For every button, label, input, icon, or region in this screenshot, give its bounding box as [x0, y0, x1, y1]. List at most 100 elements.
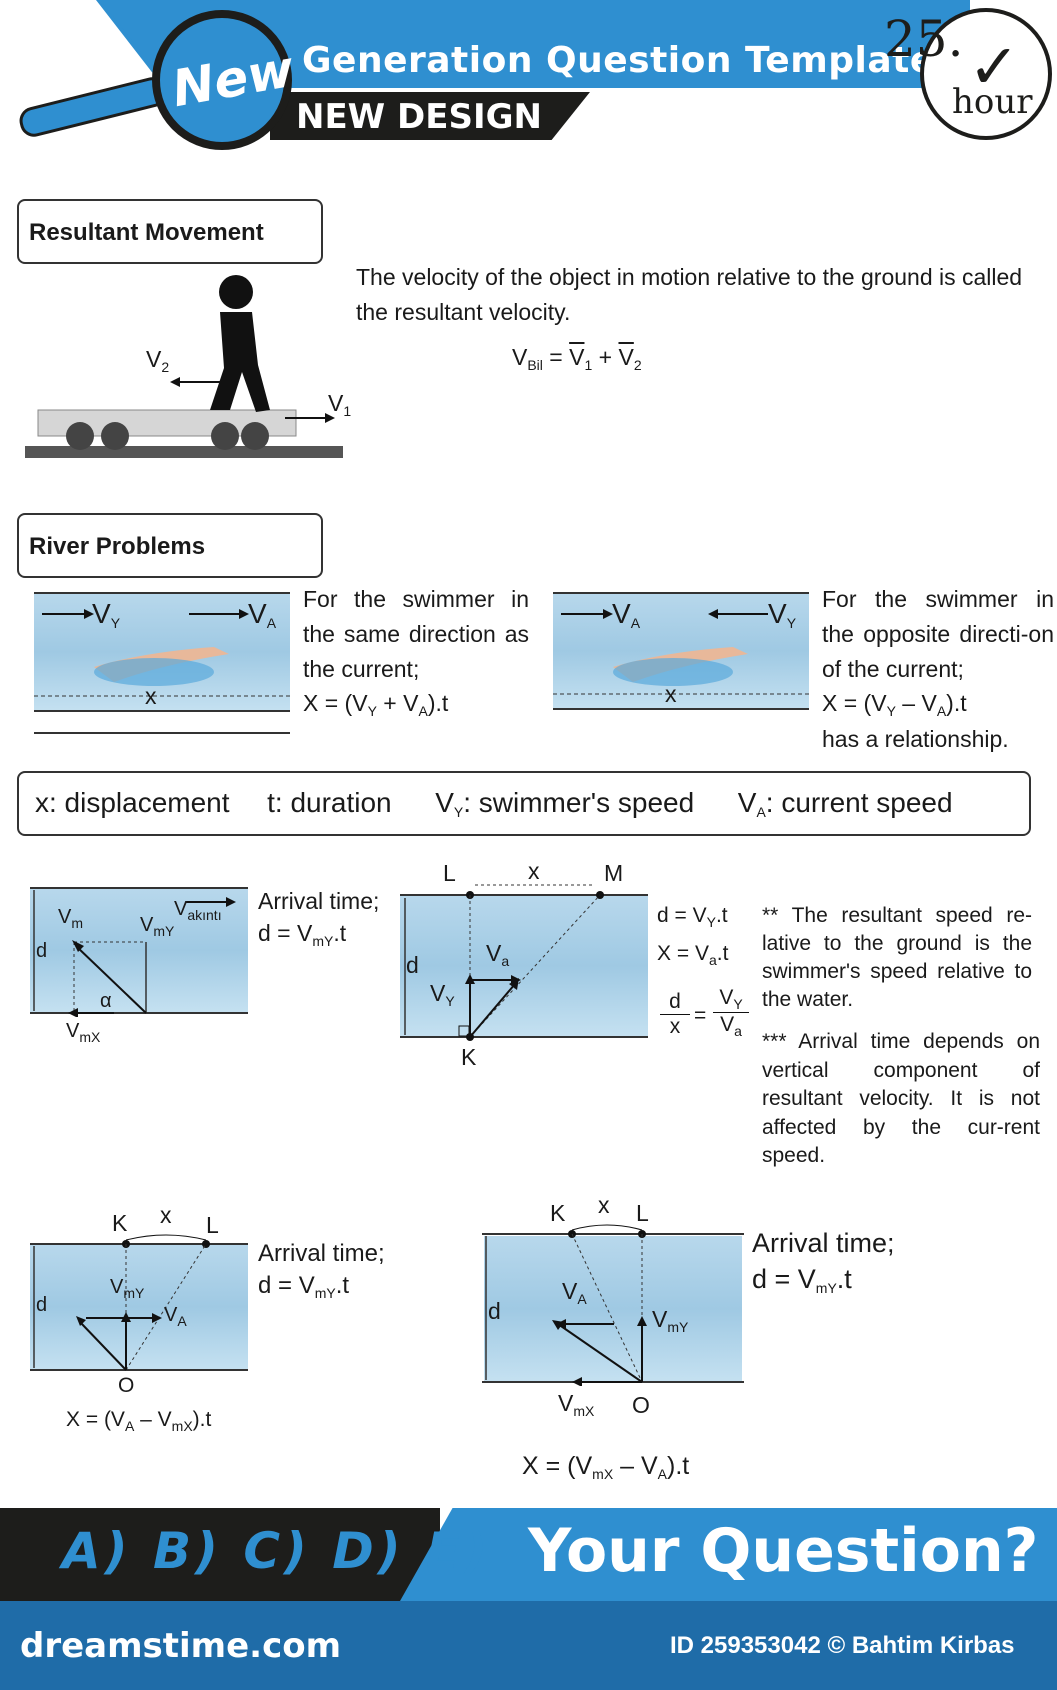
va-label: VA	[612, 598, 641, 631]
velocity-diagram-4	[482, 1224, 744, 1386]
vy-label: VY	[430, 980, 455, 1009]
clock-unit: hour	[952, 82, 1033, 122]
header-subtitle-band	[270, 92, 590, 140]
point-O-label: O	[118, 1374, 135, 1397]
cart-wheel-icon	[241, 422, 269, 450]
def-displacement: x: displacement	[35, 787, 230, 818]
def-swimmer-speed: VY: swimmer's speed	[435, 787, 695, 820]
checkmark-icon: ✓	[968, 33, 1020, 102]
definitions-box: x: displacement t: duration VY: swimmer'…	[17, 771, 1031, 836]
your-question-heading: Your Question?	[528, 1516, 1039, 1586]
def-current-speed: VA: current speed	[737, 787, 953, 820]
vmy-label: VmY	[652, 1306, 689, 1335]
v1-label: V1	[328, 390, 352, 419]
footer-question-band	[400, 1508, 1057, 1601]
vmx-label: VmX	[66, 1020, 101, 1045]
arrival-formula: d = VmY.t	[258, 920, 347, 949]
river-panel-diagram4	[484, 1236, 742, 1382]
d-label: d	[488, 1298, 501, 1324]
footer-options-band	[0, 1508, 440, 1601]
river-panel-opposite	[553, 592, 809, 710]
section-label-river: River Problems	[17, 513, 323, 578]
magnifier-icon	[152, 10, 292, 150]
arrival-time-label: Arrival time;	[258, 1240, 385, 1267]
fraction-vy-over-va: VY Va	[713, 986, 749, 1039]
point-L-label: L	[443, 860, 456, 886]
vm-label: Vm	[58, 906, 84, 931]
def-duration: t: duration	[267, 787, 392, 818]
vmy-label: VmY	[140, 914, 175, 939]
divider	[34, 732, 290, 734]
page-title: Generation Question Template	[302, 40, 935, 81]
note-arrival-time: *** Arrival time depends on vertical com…	[762, 1030, 1040, 1167]
point-L-label: L	[636, 1200, 649, 1226]
opposite-direction-formula: X = (VY – VA).t	[822, 690, 967, 719]
x-label: x	[598, 1192, 610, 1218]
vmx-label: VmX	[558, 1390, 595, 1419]
point-O-label: O	[632, 1392, 650, 1418]
same-direction-text: For the swimmer in the same direction as…	[303, 586, 529, 682]
point-K-label: K	[461, 1044, 477, 1070]
image-credit: ID 259353042 © Bahtim Kirbas	[670, 1632, 1015, 1659]
point-M-label: M	[604, 860, 624, 886]
va-label: VA	[248, 598, 277, 631]
opposite-direction-tail: has a relationship.	[822, 726, 1009, 752]
va-label: VA	[164, 1304, 187, 1329]
point-K-label: K	[112, 1210, 128, 1236]
resultant-formula: VBil = V1 + V2	[512, 344, 642, 373]
walker-on-cart-illustration	[25, 275, 343, 458]
fraction-d-over-x: d x	[660, 990, 690, 1039]
current-velocity-label: Vakıntı	[174, 898, 222, 923]
footer-credit-bar	[0, 1601, 1057, 1690]
alpha-label: α	[100, 990, 112, 1012]
cart-wheel-icon	[101, 422, 129, 450]
x-label: x	[160, 1202, 172, 1228]
displacement-formula: X = (VmX – VA).t	[522, 1452, 690, 1482]
clock-number: 25.	[884, 10, 964, 68]
vmy-label: VmY	[110, 1276, 145, 1301]
formula-x: X = Va.t	[657, 942, 729, 968]
swimmer-same-illustration	[34, 609, 290, 697]
velocity-diagram-3	[30, 1234, 248, 1371]
walking-person-icon	[210, 275, 270, 412]
clock-icon	[920, 8, 1052, 140]
x-label: x	[528, 858, 540, 884]
magnifier-handle-icon	[16, 74, 170, 140]
note-resultant-speed: ** The resultant speed re-lative to the …	[762, 904, 1032, 1011]
resultant-description: The velocity of the object in motion rel…	[356, 264, 1023, 325]
d-label: d	[36, 1294, 48, 1316]
vy-label: VY	[92, 598, 121, 631]
section-label-resultant: Resultant Movement	[17, 199, 323, 264]
same-direction-formula: X = (VY + VA).t	[303, 690, 449, 719]
arrival-time-label: Arrival time;	[258, 888, 380, 914]
opposite-direction-text: For the swimmer in the opposite directi-…	[822, 586, 1054, 682]
vy-label: VY	[768, 598, 797, 631]
cart-wheel-icon	[66, 422, 94, 450]
page-subtitle: NEW DESIGN	[296, 97, 542, 137]
displacement-formula: X = (VA – VmX).t	[66, 1408, 212, 1434]
arrival-formula: d = VmY.t	[258, 1272, 350, 1301]
point-L-label: L	[206, 1212, 219, 1238]
velocity-diagram-1	[30, 887, 248, 1017]
swimmer-opposite-illustration	[553, 609, 809, 695]
arrival-time-label: Arrival time;	[752, 1228, 895, 1258]
river-panel-diagram2	[400, 895, 648, 1037]
cart-wheel-icon	[211, 422, 239, 450]
d-label: d	[36, 940, 48, 962]
river-panel-diagram1	[30, 888, 248, 1013]
velocity-diagram-2	[400, 884, 648, 1041]
section-label-text: River Problems	[29, 533, 206, 560]
river-panel-same	[34, 592, 290, 712]
v2-label: V2	[146, 346, 170, 375]
x-label: x	[145, 683, 157, 709]
section-label-text: Resultant Movement	[29, 219, 264, 246]
answer-options: A) B) C) D) E)	[62, 1522, 492, 1580]
va-label: Va	[486, 940, 510, 969]
arrival-formula: d = VmY.t	[752, 1264, 852, 1296]
d-label: d	[406, 952, 419, 978]
formula-d: d = VY.t	[657, 904, 728, 930]
va-label: VA	[562, 1278, 587, 1307]
ground-rail	[25, 446, 343, 458]
brand-logo: dreamstime.com	[20, 1626, 342, 1666]
point-K-label: K	[550, 1200, 566, 1226]
